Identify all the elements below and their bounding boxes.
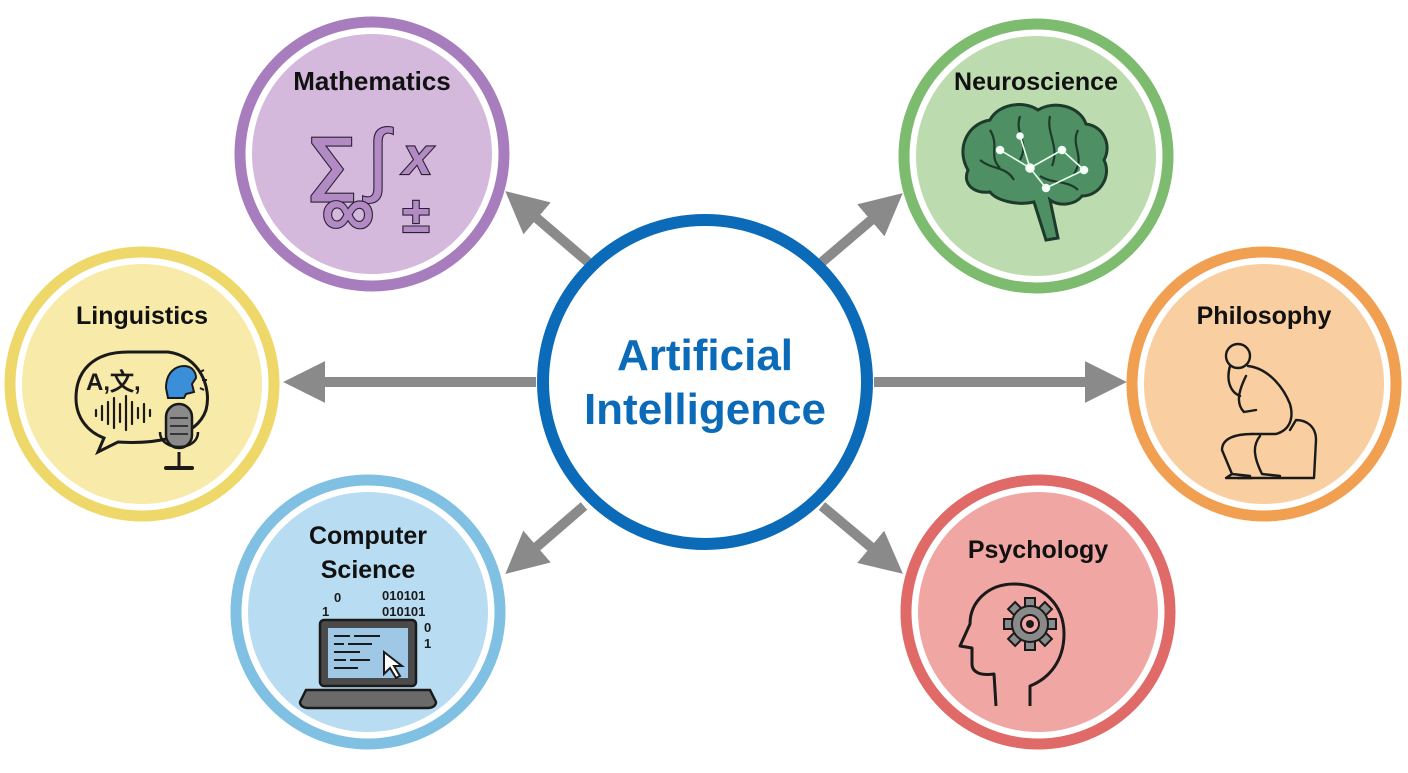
- statue-legs: [1220, 432, 1282, 478]
- binary-digits: 0 1 010101 010101 0 1: [322, 588, 431, 651]
- statue-head: [1224, 342, 1252, 370]
- node-label: Psychology: [968, 536, 1108, 564]
- node-label: Philosophy: [1197, 302, 1332, 330]
- svg-text:010101: 010101: [382, 604, 425, 619]
- svg-text:0: 0: [334, 590, 341, 605]
- sound-wave-icon: [94, 394, 152, 432]
- svg-text:1: 1: [424, 636, 431, 651]
- math-symbols-icon: ∑ ∫ x ∞ ±: [306, 113, 436, 253]
- language-glyphs: A,文,: [86, 368, 141, 396]
- code-lines: [334, 635, 380, 669]
- center-node: Artificial Intelligence: [537, 214, 873, 550]
- brain-icon: [961, 103, 1109, 242]
- sigma-symbol: ∑: [307, 123, 357, 202]
- laptop-base: [298, 688, 438, 710]
- arrow-to-neuroscience: [818, 193, 903, 266]
- node-neuroscience: Neuroscience: [898, 18, 1174, 294]
- node-label: Mathematics: [293, 66, 451, 96]
- integral-symbol: ∫: [362, 114, 393, 203]
- infinity-symbol: ∞: [322, 169, 375, 252]
- node-label-line1: Computer: [309, 522, 427, 550]
- node-label: Neuroscience: [954, 68, 1118, 96]
- node-psychology: Psychology: [900, 474, 1176, 750]
- statue-torso: [1246, 364, 1293, 436]
- node-philosophy: Philosophy: [1126, 246, 1402, 522]
- gear-icon: [1003, 597, 1057, 651]
- head-gear-icon: [958, 582, 1066, 707]
- center-title-line1: Artificial: [617, 331, 793, 380]
- center-title-line2: Intelligence: [584, 385, 826, 434]
- head-profile: [958, 582, 1066, 707]
- laptop-code-icon: 0 1 010101 010101 0 1: [298, 588, 438, 710]
- speech-microphone-icon: A,文,: [74, 350, 209, 470]
- node-computer-science: Computer Science 0 1 010101 010101 0 1: [230, 474, 506, 750]
- microphone-icon: [158, 402, 200, 470]
- svg-text:010101: 010101: [382, 588, 425, 603]
- svg-text:0: 0: [424, 620, 431, 635]
- statue-arm: [1227, 364, 1258, 414]
- thinker-statue-icon: [1220, 342, 1318, 480]
- node-linguistics: Linguistics A,文,: [4, 246, 280, 522]
- arrow-to-psychology: [818, 502, 903, 574]
- arrow-to-computer-science: [505, 502, 588, 574]
- node-label-line2: Science: [321, 556, 416, 584]
- connector-arrows: [283, 191, 1127, 574]
- neural-network-overlay: [995, 132, 1089, 193]
- x-symbol: x: [401, 128, 435, 186]
- speech-bubble-shape: [74, 350, 209, 456]
- plus-minus-symbol: ±: [402, 187, 429, 243]
- pedestal: [1236, 418, 1318, 480]
- arrow-to-mathematics: [505, 191, 592, 266]
- cursor-icon: [383, 649, 405, 680]
- node-label: Linguistics: [76, 302, 208, 330]
- svg-text:1: 1: [322, 604, 329, 619]
- node-mathematics: Mathematics ∑ ∫ x ∞ ±: [234, 16, 510, 292]
- speaking-head-icon: [164, 364, 207, 399]
